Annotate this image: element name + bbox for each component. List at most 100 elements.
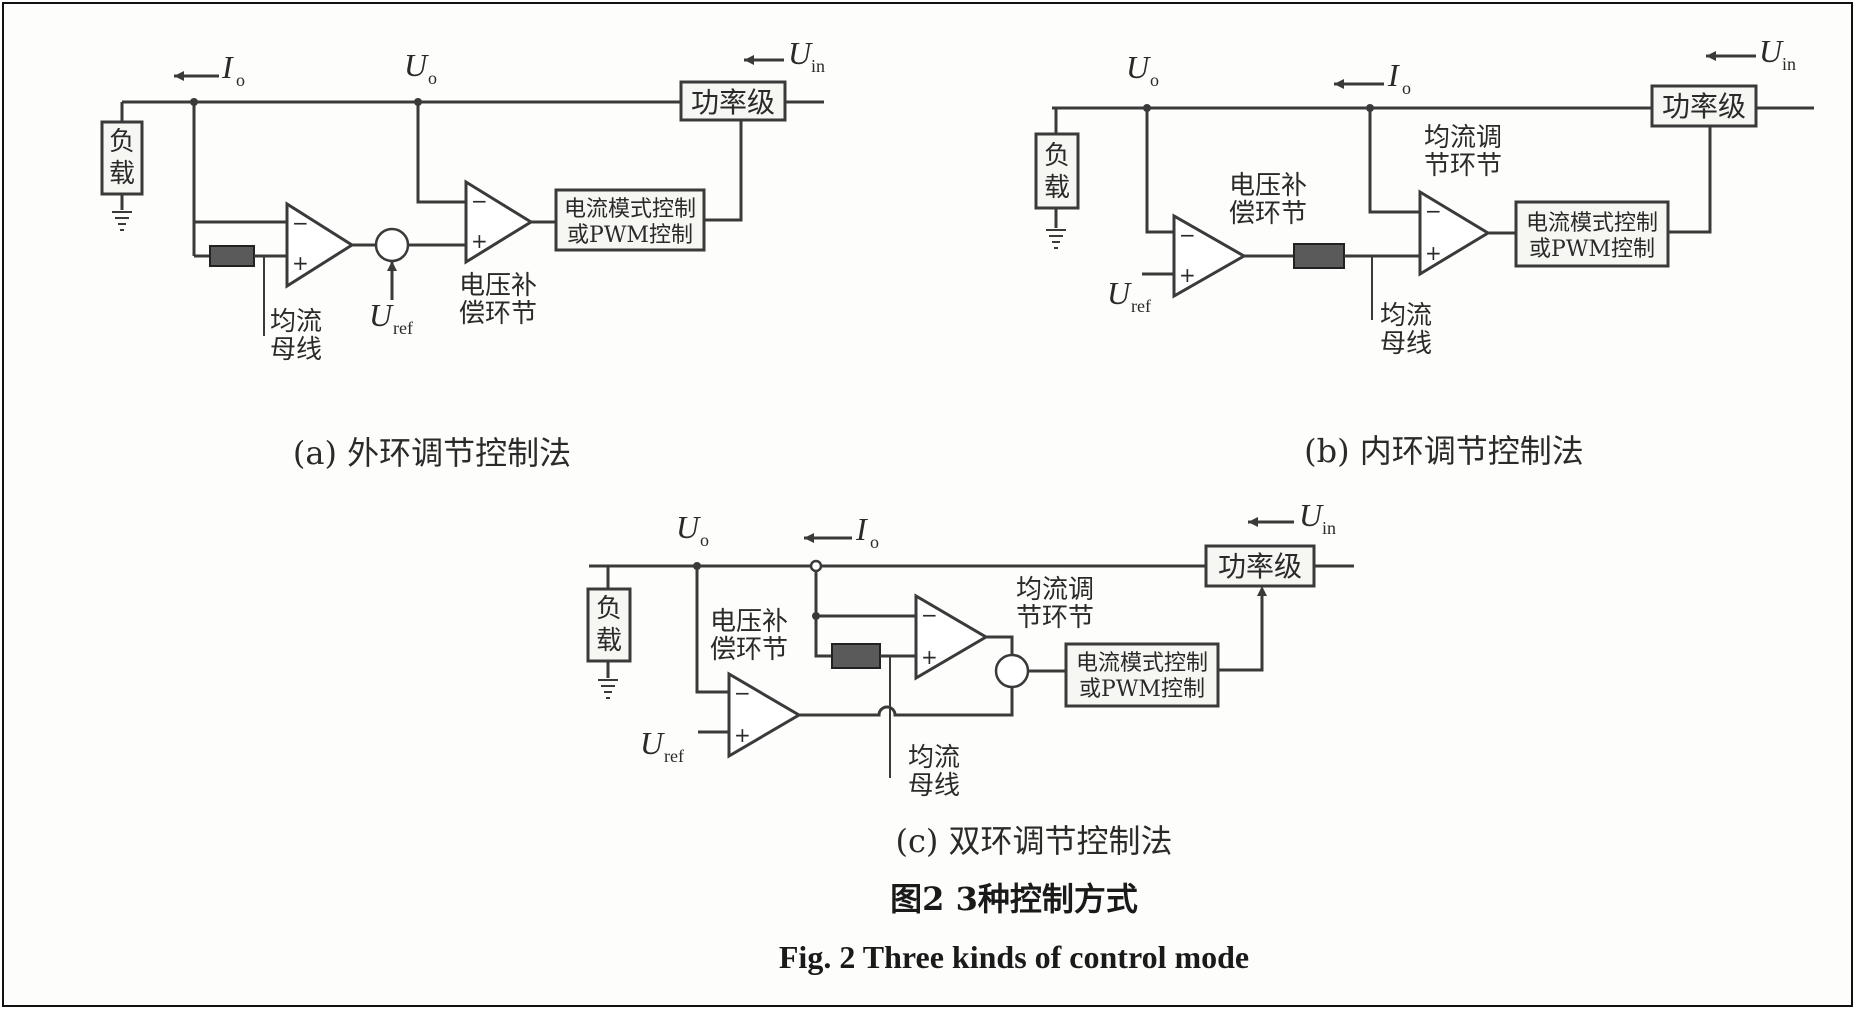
opamp-plus-b1: + [1179, 263, 1196, 287]
io-label-a: I [221, 49, 234, 85]
load-label-2-b: 载 [1044, 173, 1070, 203]
caption-b: (b) 内环调节控制法 [1304, 432, 1584, 470]
share-reg-2-c: 节环节 [1016, 603, 1094, 633]
pwm-arrowhead-c [1257, 586, 1267, 596]
share-opamp-a [285, 201, 355, 289]
uref-sub-a: ref [393, 318, 413, 338]
io-sub-c: o [870, 532, 879, 552]
share-bus-2-b: 母线 [1380, 329, 1432, 359]
power-stage-box-c [1204, 544, 1316, 588]
io-label-c: I [855, 511, 868, 547]
share-bus-2-c: 母线 [908, 771, 960, 801]
volt-comp-2-b: 偿环节 [1229, 199, 1307, 229]
share-reg-1-b: 均流调 [1424, 123, 1502, 153]
uo-label-c: U [676, 509, 701, 545]
opamp-minus-b1: − [1179, 223, 1196, 247]
ground-icon-b [1046, 229, 1066, 249]
opamp-minus-a1: − [292, 211, 309, 235]
uref-label-b: U [1107, 275, 1132, 311]
junction-uo-a [414, 98, 422, 106]
vamp-out-wire-c [799, 687, 1014, 717]
ground-icon-c [598, 679, 618, 699]
io-sense-wire-b [1368, 108, 1420, 214]
control-modes-figure: 负 载 I o U o U in 功率级 − + U [100, 33, 1814, 975]
volt-comp-2-a: 偿环节 [459, 299, 537, 329]
uin-arrowhead-b [1706, 51, 1716, 61]
share-reg-1-c: 均流调 [1016, 575, 1094, 605]
pwm-out-wire-b [1668, 126, 1712, 234]
uo-label-a: U [404, 47, 429, 83]
uin-label-a: U [788, 35, 813, 71]
pwm-line2-c: 或PWM控制 [1079, 677, 1205, 702]
share-bus-2-a: 母线 [270, 335, 322, 365]
uin-sub-b: in [1782, 54, 1796, 74]
load-label-1-b: 负 [1044, 141, 1070, 171]
ground-icon-a [112, 211, 132, 231]
pwm-out-wire-c [1218, 594, 1264, 672]
uo-sub-a: o [428, 68, 437, 88]
share-resistor-c [831, 643, 881, 669]
volt-comp-1-a: 电压补 [459, 271, 537, 301]
pwm-line1-c: 电流模式控制 [1076, 651, 1208, 676]
uin-arrowhead-a [744, 55, 754, 65]
samp-out-wire-c [986, 635, 1014, 655]
share-bus-1-c: 均流 [908, 743, 960, 773]
share-reg-2-b: 节环节 [1424, 151, 1502, 181]
io-arrowhead-b [1334, 79, 1344, 89]
uref-label-a: U [369, 297, 394, 333]
uin-arrowhead-c [1248, 517, 1258, 527]
uin-label-b: U [1759, 33, 1784, 69]
uin-label-c: U [1299, 497, 1324, 533]
opamp-plus-b2: + [1425, 241, 1442, 265]
io-sub-a: o [236, 70, 245, 90]
uref-sub-b: ref [1131, 296, 1151, 316]
power-stage-box-a [679, 80, 787, 122]
pwm-box-c [1064, 642, 1220, 708]
uo-feedback-wire-b [1145, 108, 1174, 234]
power-stage-label-a: 功率级 [691, 86, 775, 119]
power-stage-label-c: 功率级 [1218, 550, 1302, 583]
diagram-a: 负 载 I o U o U in 功率级 − + U [100, 35, 825, 472]
volt-comp-2-c: 偿环节 [710, 635, 788, 665]
uo-sub-c: o [700, 530, 709, 550]
pwm-line1-a: 电流模式控制 [564, 197, 696, 222]
diagram-c: 负 载 U o I o U in 功率级 − + U ref 电压补 偿环节 [586, 497, 1354, 860]
uo-sub-b: o [1150, 70, 1159, 90]
caption-a: (a) 外环调节控制法 [293, 434, 571, 472]
pwm-line2-b: 或PWM控制 [1529, 237, 1655, 262]
uref-label-c: U [640, 725, 665, 761]
volt-comp-1-c: 电压补 [710, 607, 788, 637]
voltage-opamp-b [1172, 213, 1248, 299]
pwm-box-b [1514, 200, 1670, 268]
load-label-2-a: 载 [109, 159, 135, 189]
pwm-line1-b: 电流模式控制 [1526, 211, 1658, 236]
power-stage-box-b [1650, 84, 1758, 128]
caption-c: (c) 双环调节控制法 [895, 822, 1172, 860]
figure-title-en: Fig. 2 Three kinds of control mode [779, 939, 1249, 975]
uref-sub-c: ref [664, 746, 684, 766]
sum-node-c [994, 653, 1030, 689]
uin-sub-a: in [811, 56, 825, 76]
volt-comp-1-b: 电压补 [1229, 171, 1307, 201]
opamp-plus-c2: + [921, 645, 938, 669]
opamp-minus-a2: − [471, 189, 488, 213]
uo-feedback-wire-c [695, 566, 729, 694]
opamp-minus-c1: − [734, 681, 751, 705]
io-sense-wire-c [814, 571, 832, 658]
voltage-opamp-a [464, 179, 534, 265]
uo-feedback-wire-a [416, 102, 466, 204]
sum-node-a [374, 227, 410, 263]
io-arrowhead-a [174, 71, 184, 81]
junction-io-c [809, 559, 823, 573]
share-bus-1-b: 均流 [1380, 301, 1432, 331]
pwm-out-wire-a [704, 120, 743, 222]
io-arrowhead-c [804, 533, 814, 543]
io-label-b: I [1387, 57, 1400, 93]
opamp-plus-c1: + [734, 723, 751, 747]
uo-label-b: U [1126, 49, 1151, 85]
power-stage-label-b: 功率级 [1662, 90, 1746, 123]
load-label-1-a: 负 [109, 127, 135, 157]
voltage-opamp-c [727, 671, 802, 759]
load-box-c [586, 587, 632, 663]
share-bus-1-a: 均流 [270, 307, 322, 337]
